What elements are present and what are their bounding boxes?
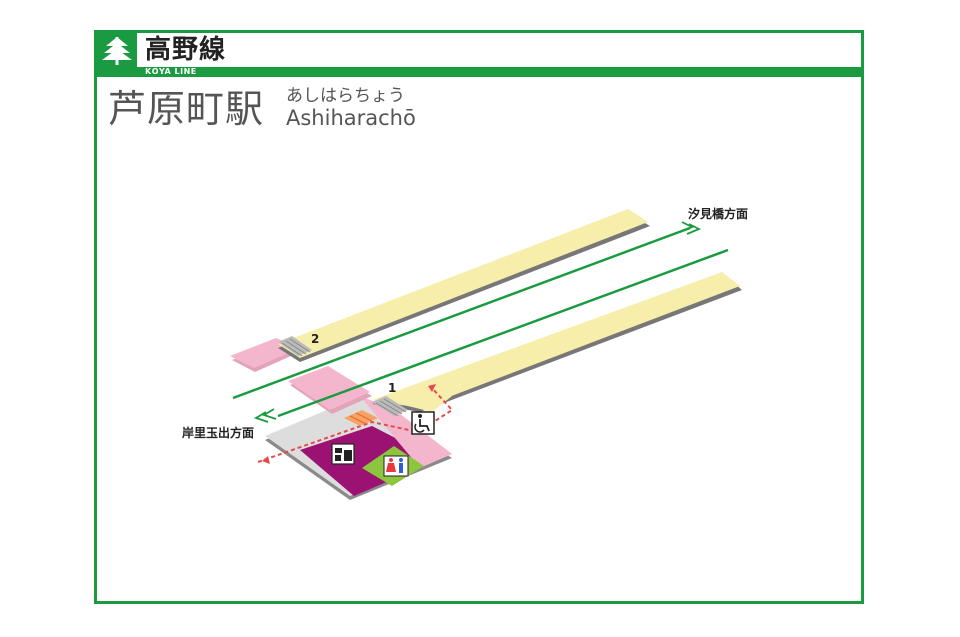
- station-name-roman: Ashiharachō: [286, 106, 416, 130]
- platform-1-surface: [372, 272, 740, 408]
- route-arrow-head: [428, 384, 436, 392]
- station-name: 芦原町駅: [108, 87, 265, 131]
- line-name: 高野線: [145, 35, 227, 65]
- route-arrow-head: [262, 456, 270, 464]
- platform-1-number: 1: [388, 381, 396, 395]
- track-lower: [277, 248, 729, 418]
- platform-2-surface: [278, 209, 648, 358]
- restroom-icon: [362, 446, 424, 486]
- platform-2-number: 2: [311, 332, 319, 346]
- stairs-icon: [372, 396, 408, 417]
- direction-arrow-kishinosato: [253, 408, 277, 423]
- exit-passage: [360, 396, 452, 468]
- stairs-icon: [278, 336, 312, 357]
- wheelchair-icon: [411, 411, 435, 435]
- stairs-icon: [344, 410, 378, 426]
- station-map-frame: [94, 30, 864, 604]
- tracks: [232, 226, 729, 418]
- line-header: 高野線 KŌYA LINE: [97, 33, 861, 77]
- line-name-bar: [97, 67, 861, 77]
- direction-arrow-shiomibashi: [679, 221, 702, 235]
- accessible-route: [257, 387, 454, 463]
- direction-label-kishinosato: 岸里玉出方面: [182, 425, 254, 440]
- platform-1: 1: [372, 272, 742, 417]
- platform-2: 2: [278, 209, 650, 362]
- track-upper: [232, 226, 691, 400]
- station-name-kana: あしはらちょう: [286, 86, 405, 106]
- line-name-roman: KŌYA LINE: [145, 67, 197, 76]
- tree-icon: [102, 37, 132, 65]
- ticket-gate-icon: [331, 443, 355, 465]
- direction-label-shiomibashi: 汐見橋方面: [688, 206, 748, 221]
